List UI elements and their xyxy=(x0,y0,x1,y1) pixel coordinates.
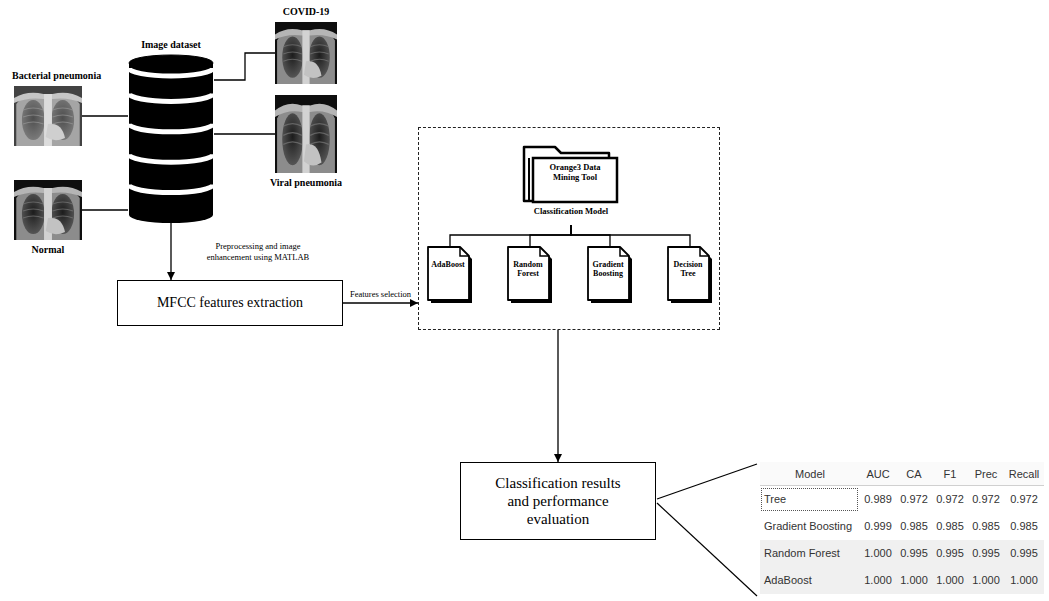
table-cell: 0.995 xyxy=(1004,540,1044,567)
document-fold xyxy=(460,247,469,256)
document-fold xyxy=(620,247,629,256)
connector-line xyxy=(214,53,275,80)
xray-picture xyxy=(14,86,82,146)
table-cell: 1.000 xyxy=(968,567,1004,594)
table-cell: Tree xyxy=(760,486,860,513)
node-label: Decision Tree xyxy=(670,260,706,278)
xray-picture xyxy=(275,95,337,173)
xray-image: Normal xyxy=(14,180,82,240)
cylinder-stripe xyxy=(129,185,213,193)
table-cell: 0.972 xyxy=(932,486,968,513)
process-box: Classification results and performance e… xyxy=(460,462,656,540)
table-header: AUC xyxy=(860,462,896,486)
folder-front xyxy=(533,158,617,202)
edge-label: Preprocessing and image enhancement usin… xyxy=(201,241,315,261)
document-icon: Random Forest xyxy=(507,246,553,304)
document-page xyxy=(508,247,549,300)
connector-line xyxy=(450,225,571,246)
bracket-line xyxy=(657,464,757,499)
table-cell: 0.972 xyxy=(896,486,932,513)
table-cell: 0.972 xyxy=(968,486,1004,513)
node-label: Image dataset xyxy=(141,39,201,51)
folder-edge xyxy=(528,158,530,201)
xray-picture xyxy=(275,22,337,84)
node-label: AdaBoost xyxy=(430,260,466,269)
table-cell: 0.985 xyxy=(968,513,1004,540)
document-page xyxy=(428,247,469,300)
table-cell: AdaBoost xyxy=(760,567,860,594)
cyl-outline xyxy=(128,55,214,223)
connector-line xyxy=(82,115,128,116)
table-header: Prec xyxy=(968,462,1004,486)
database-cylinder: Image dataset xyxy=(128,55,214,223)
connector-arrow xyxy=(557,330,558,462)
node-label: Viral pneumonia xyxy=(270,177,342,189)
connector-arrow xyxy=(343,302,418,303)
table-cell: 0.972 xyxy=(1004,486,1044,513)
table-cell: 1.000 xyxy=(1004,567,1044,594)
cylinder-top xyxy=(129,55,213,71)
xray-image: Bacterial pneumonia xyxy=(14,86,82,146)
table-cell: 0.985 xyxy=(1004,513,1044,540)
table-cell: 0.999 xyxy=(860,513,896,540)
cylinder-stripe xyxy=(129,68,213,76)
node-label: COVID-19 xyxy=(283,6,330,18)
document-fold xyxy=(700,247,709,256)
node-label: Classification Model xyxy=(511,207,631,217)
connector-line xyxy=(571,225,690,246)
doc-outline xyxy=(427,246,473,304)
table-header: CA xyxy=(896,462,932,486)
dashed-group: Orange3 Data Mining ToolClassification M… xyxy=(418,127,720,330)
table-cell: 0.995 xyxy=(968,540,1004,567)
table-header: Recall xyxy=(1004,462,1044,486)
table-cell: 1.000 xyxy=(932,567,968,594)
document-icon: AdaBoost xyxy=(427,246,473,304)
table-cell: 1.000 xyxy=(860,540,896,567)
node-label: Gradient Boosting xyxy=(590,260,626,278)
table-cell: 0.985 xyxy=(932,513,968,540)
node-label: Classification results and performance e… xyxy=(483,474,633,528)
table-cell: 1.000 xyxy=(860,567,896,594)
results-table: ModelAUCCAF1PrecRecallTree0.9890.9720.97… xyxy=(760,462,1044,594)
table-cell: 0.995 xyxy=(896,540,932,567)
cylinder-stripe xyxy=(129,93,213,101)
table-cell: 0.995 xyxy=(932,540,968,567)
folder-icon: Orange3 Data Mining ToolClassification M… xyxy=(521,141,621,225)
document-fold xyxy=(540,247,549,256)
table-cell: 1.000 xyxy=(896,567,932,594)
table-header: Model xyxy=(760,462,860,486)
bracket-line xyxy=(657,503,757,596)
node-label: Bacterial pneumonia xyxy=(12,70,101,82)
process-box: MFCC features extraction xyxy=(117,280,343,326)
document-icon: Decision Tree xyxy=(667,246,713,304)
xray-picture xyxy=(14,180,82,240)
cylinder-stripe xyxy=(129,124,213,132)
table-cell: Random Forest xyxy=(760,540,860,567)
node-label: Normal xyxy=(32,244,65,256)
table-cell: 0.989 xyxy=(860,486,896,513)
document-icon: Gradient Boosting xyxy=(587,246,633,304)
node-label: MFCC features extraction xyxy=(157,295,303,312)
edge-label: Features selection xyxy=(349,289,412,299)
node-label: Random Forest xyxy=(510,260,546,278)
connector-line xyxy=(82,209,128,210)
connector-arrow xyxy=(170,223,171,280)
document-page xyxy=(588,247,629,300)
connector-line xyxy=(530,225,571,246)
table-header: F1 xyxy=(932,462,968,486)
connector-line xyxy=(214,133,275,134)
xray-image: COVID-19 xyxy=(275,22,337,84)
table-cell: Gradient Boosting xyxy=(760,513,860,540)
cylinder-stripe xyxy=(129,154,213,162)
xray-haze xyxy=(14,86,82,146)
node-label: Orange3 Data Mining Tool xyxy=(537,163,613,183)
table-cell: 0.985 xyxy=(896,513,932,540)
document-page xyxy=(668,247,709,300)
xray-image: Viral pneumonia xyxy=(275,95,337,173)
cylinder-body xyxy=(129,63,213,223)
